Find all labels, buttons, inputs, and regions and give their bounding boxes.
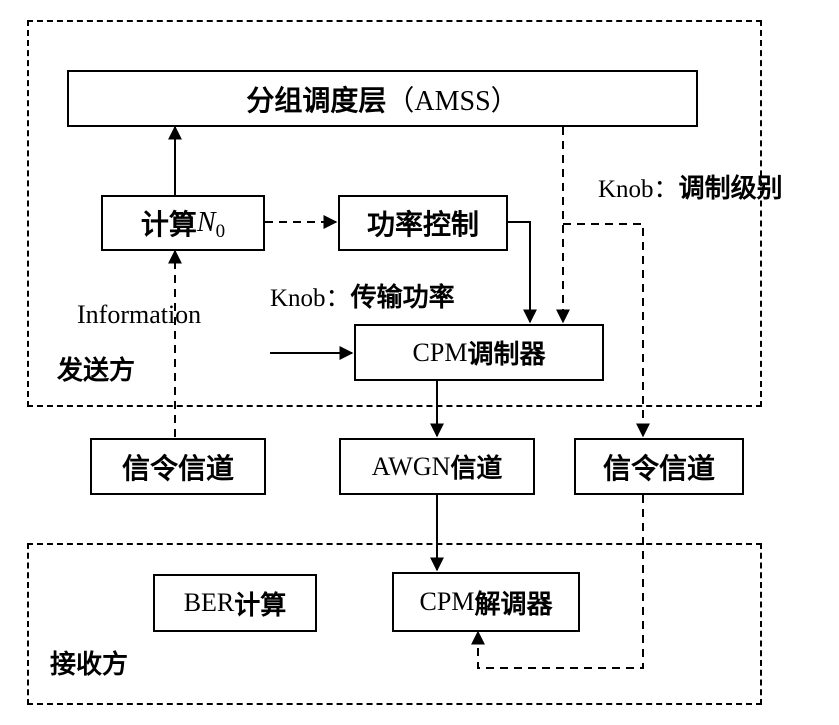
cpm-modulator-abbrev: CPM bbox=[412, 337, 468, 367]
amss-box: 分组调度层（AMSS） bbox=[67, 70, 698, 127]
cpm-demodulator-abbrev: CPM bbox=[419, 587, 475, 616]
awgn-channel-label: 信道 bbox=[450, 454, 503, 484]
signaling-channel-left-label: 信令信道 bbox=[121, 451, 234, 485]
sender-region bbox=[27, 20, 762, 407]
knob-power-text: 传输功率 bbox=[350, 283, 455, 313]
arrow-signaling-right-to-demodulator bbox=[471, 495, 644, 669]
power-control-label: 功率控制 bbox=[366, 208, 479, 241]
knob-modulation-label: Knob：调制级别 bbox=[598, 168, 783, 205]
signaling-channel-right-box: 信令信道 bbox=[574, 438, 744, 495]
compute-n0-subscript: 0 bbox=[215, 221, 226, 242]
knob-modulation-prefix: Knob： bbox=[598, 176, 679, 203]
cpm-modulator-label: 调制器 bbox=[467, 340, 546, 370]
knob-power-label: Knob：传输功率 bbox=[270, 277, 455, 314]
sender-label: 发送方 bbox=[57, 356, 136, 386]
awgn-channel-abbrev: AWGN bbox=[371, 451, 451, 481]
receiver-label: 接收方 bbox=[50, 650, 129, 680]
power-control-box: 功率控制 bbox=[338, 195, 508, 251]
knob-power-prefix: Knob： bbox=[270, 285, 351, 312]
cpm-demodulator-label: 解调器 bbox=[474, 589, 553, 620]
amss-title: 分组调度层 bbox=[246, 83, 387, 117]
signaling-channel-left-box: 信令信道 bbox=[90, 438, 266, 495]
amss-abbrev: （AMSS） bbox=[386, 85, 519, 117]
ber-compute-abbrev: BER bbox=[183, 588, 235, 617]
compute-n0-symbol: N bbox=[196, 207, 216, 238]
knob-modulation-text: 调制级别 bbox=[678, 174, 783, 204]
receiver-region bbox=[27, 543, 762, 705]
ber-compute-label: 计算 bbox=[234, 590, 287, 621]
information-label: Information bbox=[77, 300, 202, 329]
arrow-power-to-modulator bbox=[508, 221, 537, 324]
signaling-channel-right-label: 信令信道 bbox=[602, 451, 715, 485]
compute-n0-label: 计算 bbox=[140, 208, 197, 241]
